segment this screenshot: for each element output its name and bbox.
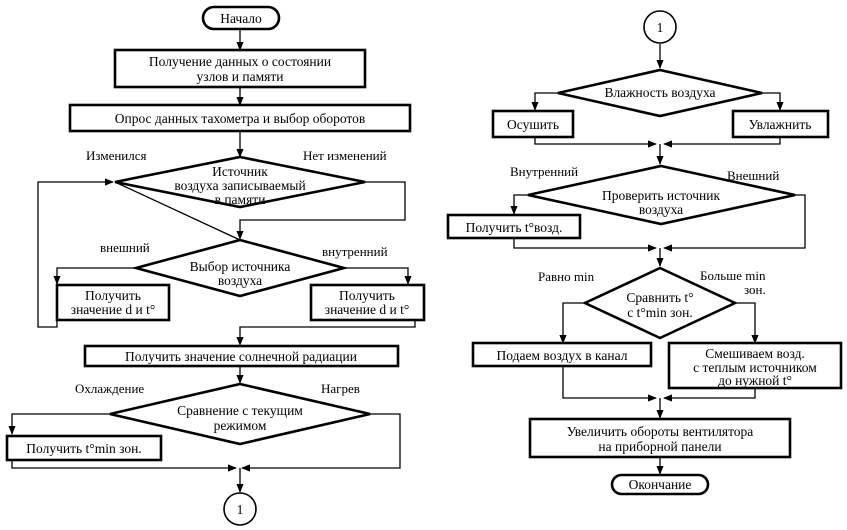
source-select-decision: Выбор источника воздуха bbox=[130, 238, 350, 298]
compare-text-1: Сравнить t° bbox=[626, 290, 693, 305]
d2-text-2: воздуха bbox=[218, 273, 262, 288]
get-dt-left-process: Получить значение d и t° bbox=[55, 283, 171, 322]
heating-label: Нагрев bbox=[321, 381, 360, 396]
mix-text-2: с теплым источником bbox=[693, 360, 817, 375]
dry-process: Осушить bbox=[491, 109, 575, 139]
get-status-text-1: Получение данных о состоянии bbox=[149, 54, 331, 69]
cooling-label: Охлаждение bbox=[75, 381, 144, 396]
solar-text: Получить значение солнечной радиации bbox=[125, 349, 357, 364]
equal-min-label: Равно min bbox=[538, 269, 595, 284]
left-flowchart: Начало Получение данных о состоянии узло… bbox=[5, 5, 426, 526]
check-source-decision: Проверить источник воздуха bbox=[527, 164, 796, 226]
mix-text-1: Смешиваем возд. bbox=[705, 346, 805, 361]
right-connector-number: 1 bbox=[657, 20, 664, 35]
mix-air-process: Смешиваем возд. с теплым источником до н… bbox=[667, 341, 843, 390]
start-label: Начало bbox=[220, 11, 262, 26]
humidify-text: Увлажнить bbox=[749, 117, 812, 132]
get-dt-left-text-1: Получить bbox=[85, 288, 141, 303]
left-connector-circle: 1 bbox=[223, 492, 257, 526]
tacho-process: Опрос данных тахометра и выбор оборотов bbox=[68, 103, 412, 133]
get-status-process: Получение данных о состоянии узлов и пам… bbox=[113, 48, 367, 89]
air-source-memory-decision: Источник воздуха записываемый в памяти bbox=[114, 155, 366, 209]
left-connector-number: 1 bbox=[237, 502, 244, 517]
dry-text: Осушить bbox=[507, 117, 559, 132]
feed-air-process: Подаем воздух в канал bbox=[471, 341, 653, 368]
more-min-label-2: зон. bbox=[744, 282, 766, 297]
right-connector-lines bbox=[510, 44, 806, 475]
d1-text-1: Источник bbox=[212, 164, 268, 179]
tacho-text: Опрос данных тахометра и выбор оборотов bbox=[115, 111, 366, 126]
get-tmin-process: Получить t°min зон. bbox=[5, 434, 163, 462]
internal-label: внутренний bbox=[322, 244, 388, 259]
get-air-temp-process: Получить t°возд. bbox=[446, 213, 582, 240]
start-terminator: Начало bbox=[201, 5, 281, 31]
d3-text-1: Сравнение с текущим bbox=[177, 403, 303, 418]
changed-label: Изменился bbox=[86, 148, 147, 163]
external-right-label: Внешний bbox=[727, 168, 779, 183]
no-change-label: Нет изменений bbox=[303, 148, 387, 163]
mode-compare-decision: Сравнение с текущим режимом bbox=[109, 382, 371, 446]
get-dt-right-process: Получить значение d и t° bbox=[309, 283, 426, 322]
feed-text: Подаем воздух в канал bbox=[497, 348, 628, 363]
internal-right-label: Внутренний bbox=[510, 164, 578, 179]
right-flowchart: 1 Влажность воздуха Осушить Увлажнить Пр… bbox=[446, 10, 843, 496]
increase-fan-process: Увеличить обороты вентилятора на приборн… bbox=[528, 417, 792, 459]
d3-text-2: режимом bbox=[214, 418, 267, 433]
more-min-label-1: Больше min bbox=[700, 268, 766, 283]
fan-text-1: Увеличить обороты вентилятора bbox=[567, 424, 754, 439]
humidity-text: Влажность воздуха bbox=[604, 85, 715, 100]
check-text-1: Проверить источник bbox=[602, 188, 721, 203]
get-dt-right-text-1: Получить bbox=[339, 288, 395, 303]
external-label: внешний bbox=[100, 240, 150, 255]
d1-text-2: воздуха записываемый bbox=[174, 178, 305, 193]
left-connector-lines bbox=[8, 29, 416, 493]
humidify-process: Увлажнить bbox=[731, 109, 830, 139]
end-terminator: Окончание bbox=[610, 473, 710, 496]
mix-text-3: до нужной t° bbox=[718, 373, 792, 388]
solar-radiation-process: Получить значение солнечной радиации bbox=[83, 344, 400, 368]
get-dt-right-text-2: значение d и t° bbox=[325, 302, 409, 317]
d1-text-3: в памяти bbox=[215, 192, 266, 207]
fan-text-2: на приборной панели bbox=[598, 439, 721, 454]
right-connector-circle: 1 bbox=[643, 10, 677, 44]
check-text-2: воздуха bbox=[639, 202, 683, 217]
compare-temp-decision: Сравнить t° с t°min зон. bbox=[581, 266, 739, 340]
humidity-decision: Влажность воздуха bbox=[557, 68, 763, 118]
d2-text-1: Выбор источника bbox=[190, 259, 291, 274]
get-dt-left-text-2: значение d и t° bbox=[71, 302, 155, 317]
tmin-text: Получить t°min зон. bbox=[26, 441, 141, 456]
get-status-text-2: узлов и памяти bbox=[196, 69, 283, 84]
end-label: Окончание bbox=[629, 477, 692, 492]
compare-text-2: с t°min зон. bbox=[627, 305, 693, 320]
get-t-text: Получить t°возд. bbox=[466, 220, 563, 235]
